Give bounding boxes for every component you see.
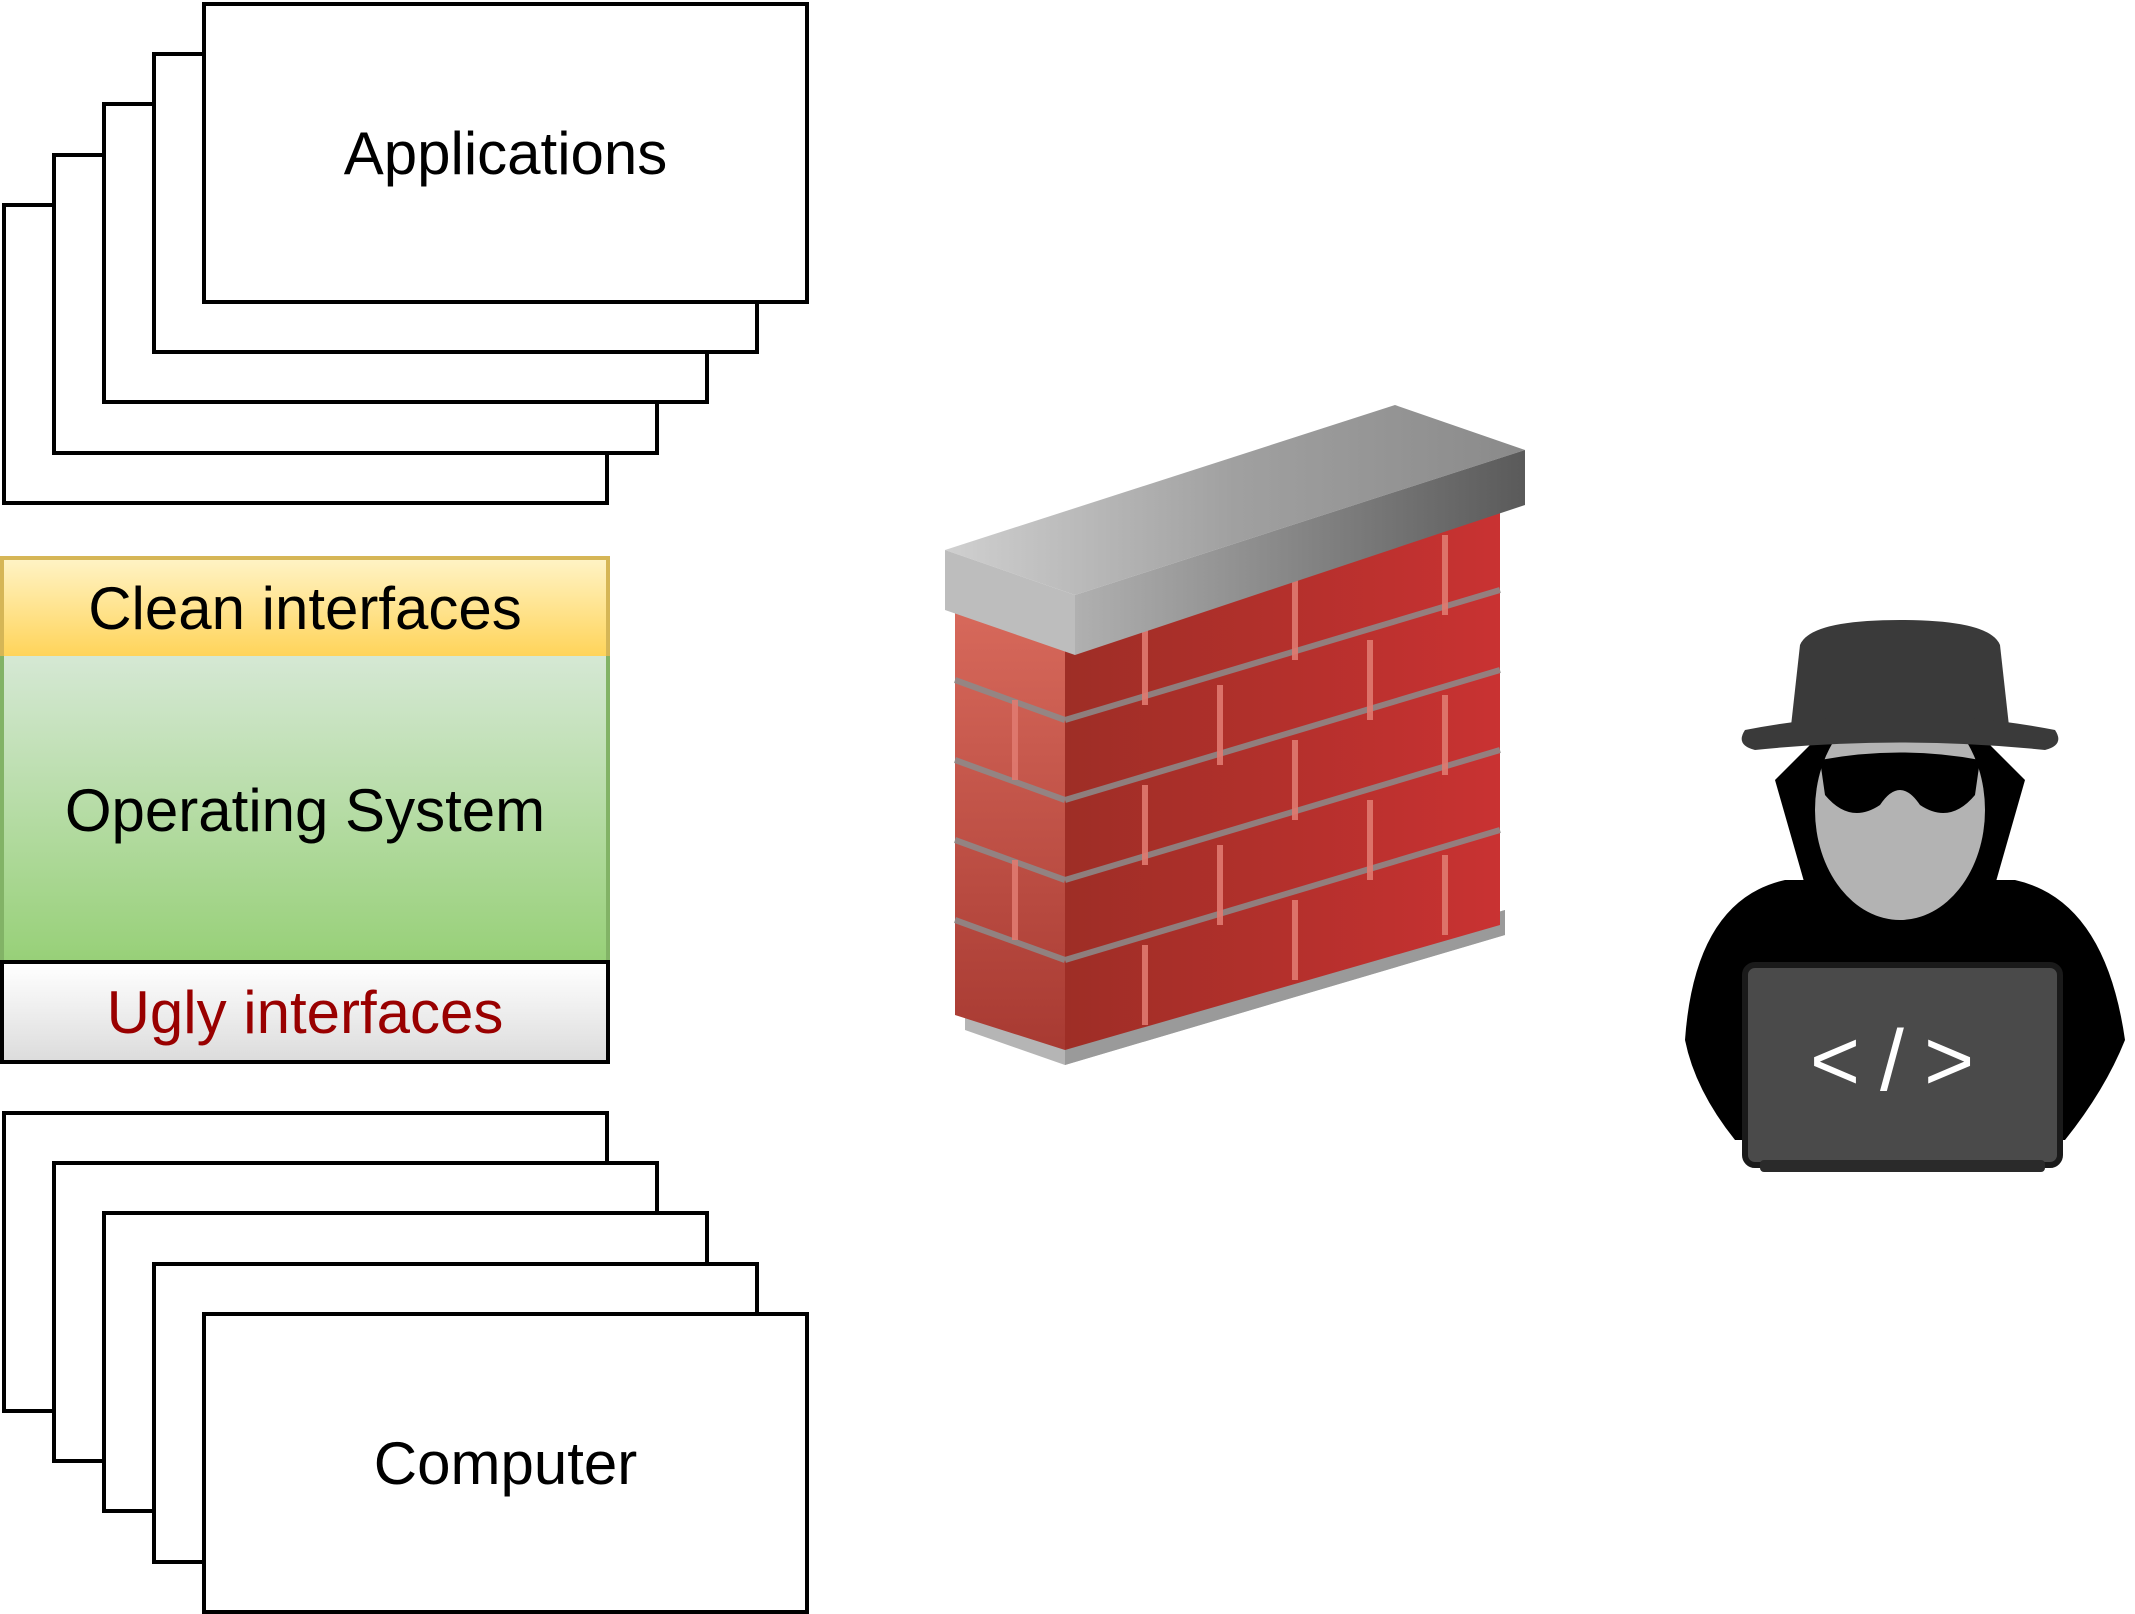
wall-cap-front [1075,450,1525,655]
wall-cap-top [945,405,1525,595]
laptop-screen-text: </> [1810,1013,1994,1109]
operating-system-label: Operating System [64,776,546,844]
wall-front-face [1065,510,1500,1050]
ugly-interfaces-layer: Ugly interfaces [0,960,610,1064]
applications-label: Applications [343,119,668,187]
application-card-front: Applications [202,2,809,304]
clean-interfaces-layer: Clean interfaces [0,556,610,660]
wall-left-face [955,600,1065,1050]
sunglasses-icon [1820,752,1980,813]
hat-icon [1790,620,2010,735]
operating-system-layer: Operating System [0,656,610,964]
clean-interfaces-label: Clean interfaces [88,574,522,642]
brick-wall-icon [945,405,1525,1065]
computer-card-front: Computer [202,1312,809,1614]
ugly-interfaces-label: Ugly interfaces [106,978,504,1046]
hacker-with-laptop-icon: </> [1685,620,2125,1172]
computer-label: Computer [373,1429,638,1497]
